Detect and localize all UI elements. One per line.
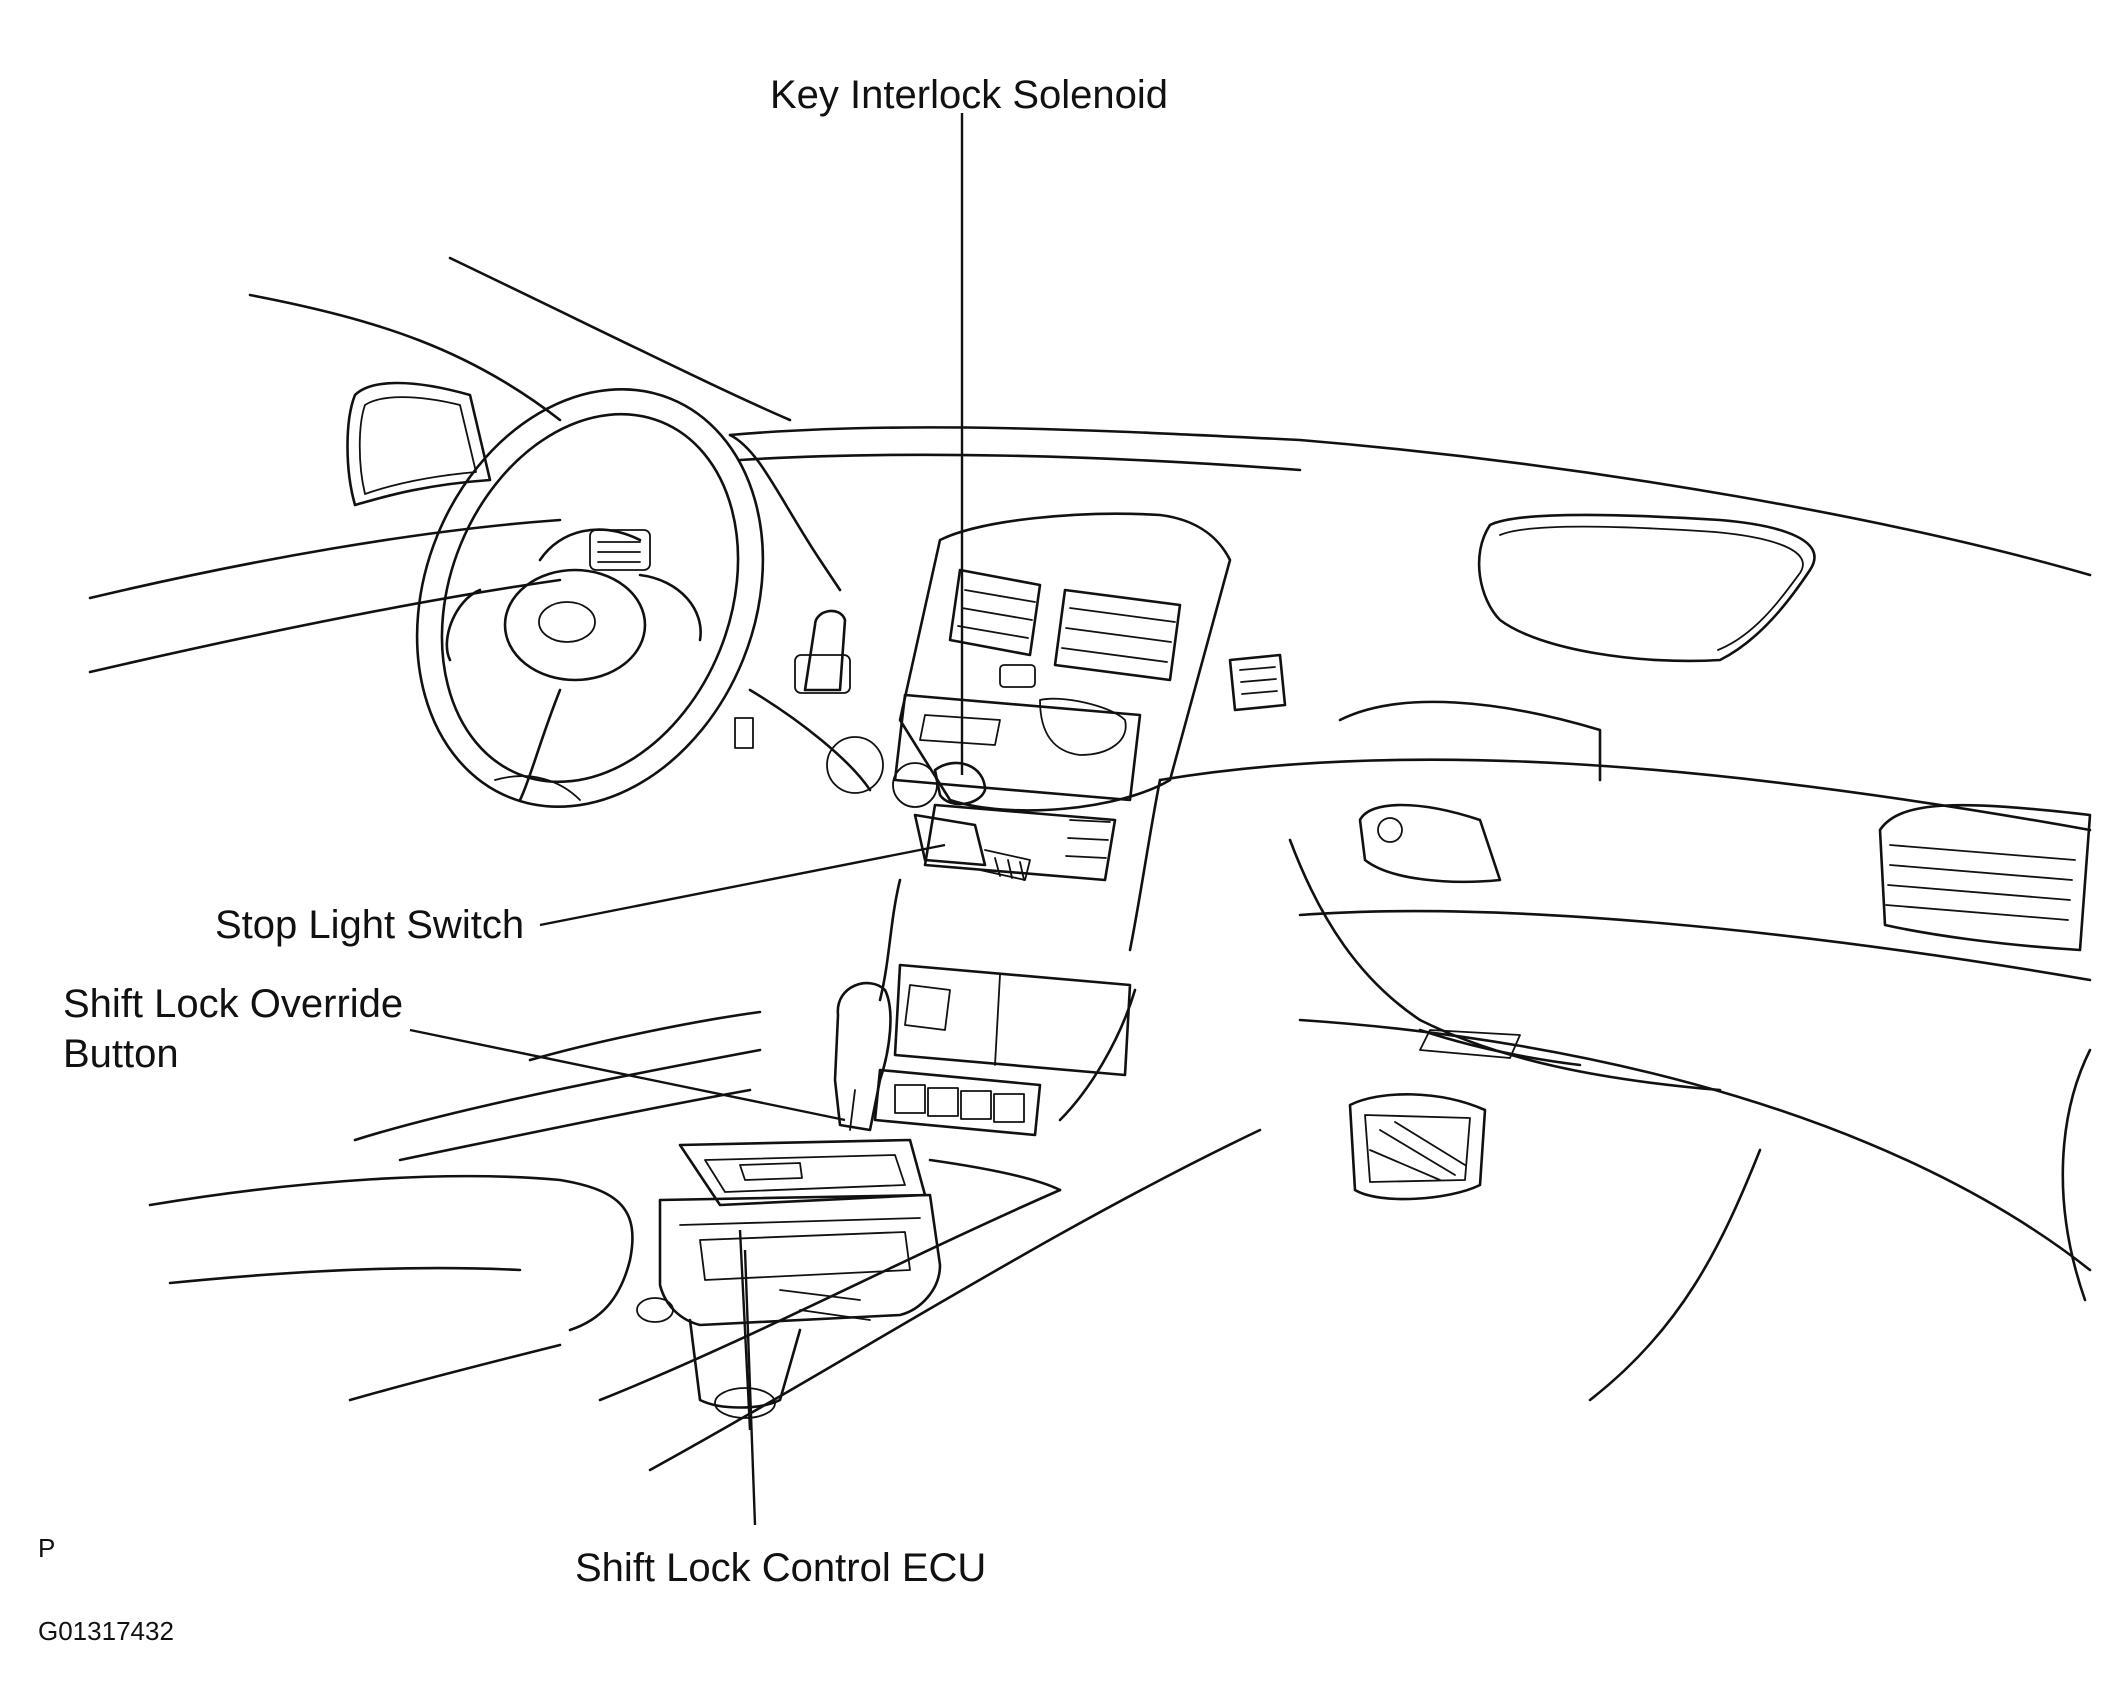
figure-id: G01317432 bbox=[38, 1616, 174, 1646]
leader-shift-lock-override bbox=[409, 1028, 846, 1122]
leader-stop-light-switch bbox=[539, 843, 946, 927]
footer-marker: P bbox=[38, 1533, 55, 1563]
leader-shift-lock-ecu-b bbox=[738, 1229, 752, 1431]
label-shift-lock-override-line2: Button bbox=[63, 1032, 179, 1076]
leader-lines bbox=[409, 113, 964, 1526]
label-stop-light-switch: Stop Light Switch bbox=[215, 903, 524, 947]
leader-shift-lock-ecu-a bbox=[743, 1249, 757, 1526]
label-shift-lock-override-line1: Shift Lock Override bbox=[63, 982, 403, 1026]
label-key-interlock-solenoid: Key Interlock Solenoid bbox=[770, 73, 1168, 117]
interior-line-art bbox=[88, 256, 2092, 1472]
footer: P G01317432 bbox=[38, 1533, 174, 1646]
label-shift-lock-control-ecu: Shift Lock Control ECU bbox=[575, 1546, 986, 1590]
callout-labels: Key Interlock Solenoid Stop Light Switch… bbox=[63, 73, 1168, 1590]
